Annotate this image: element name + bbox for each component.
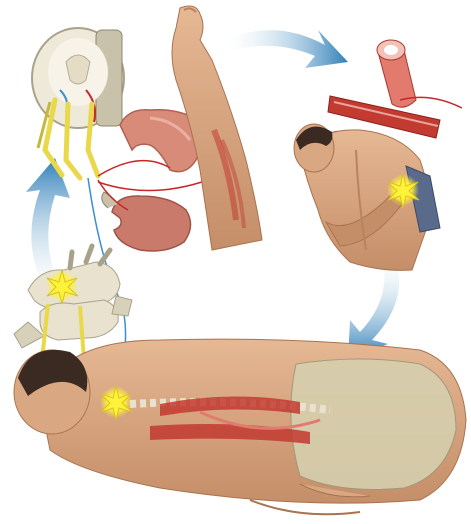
man-lying-prone-icon [14, 339, 466, 514]
muscle-fiber-tube-icon [328, 40, 462, 138]
vertebrae-segment-icon [14, 246, 132, 360]
spinal-cord-cross-section-icon [32, 28, 124, 178]
man-holding-lower-back-icon [294, 124, 440, 270]
arrow-top-curved [225, 30, 348, 68]
